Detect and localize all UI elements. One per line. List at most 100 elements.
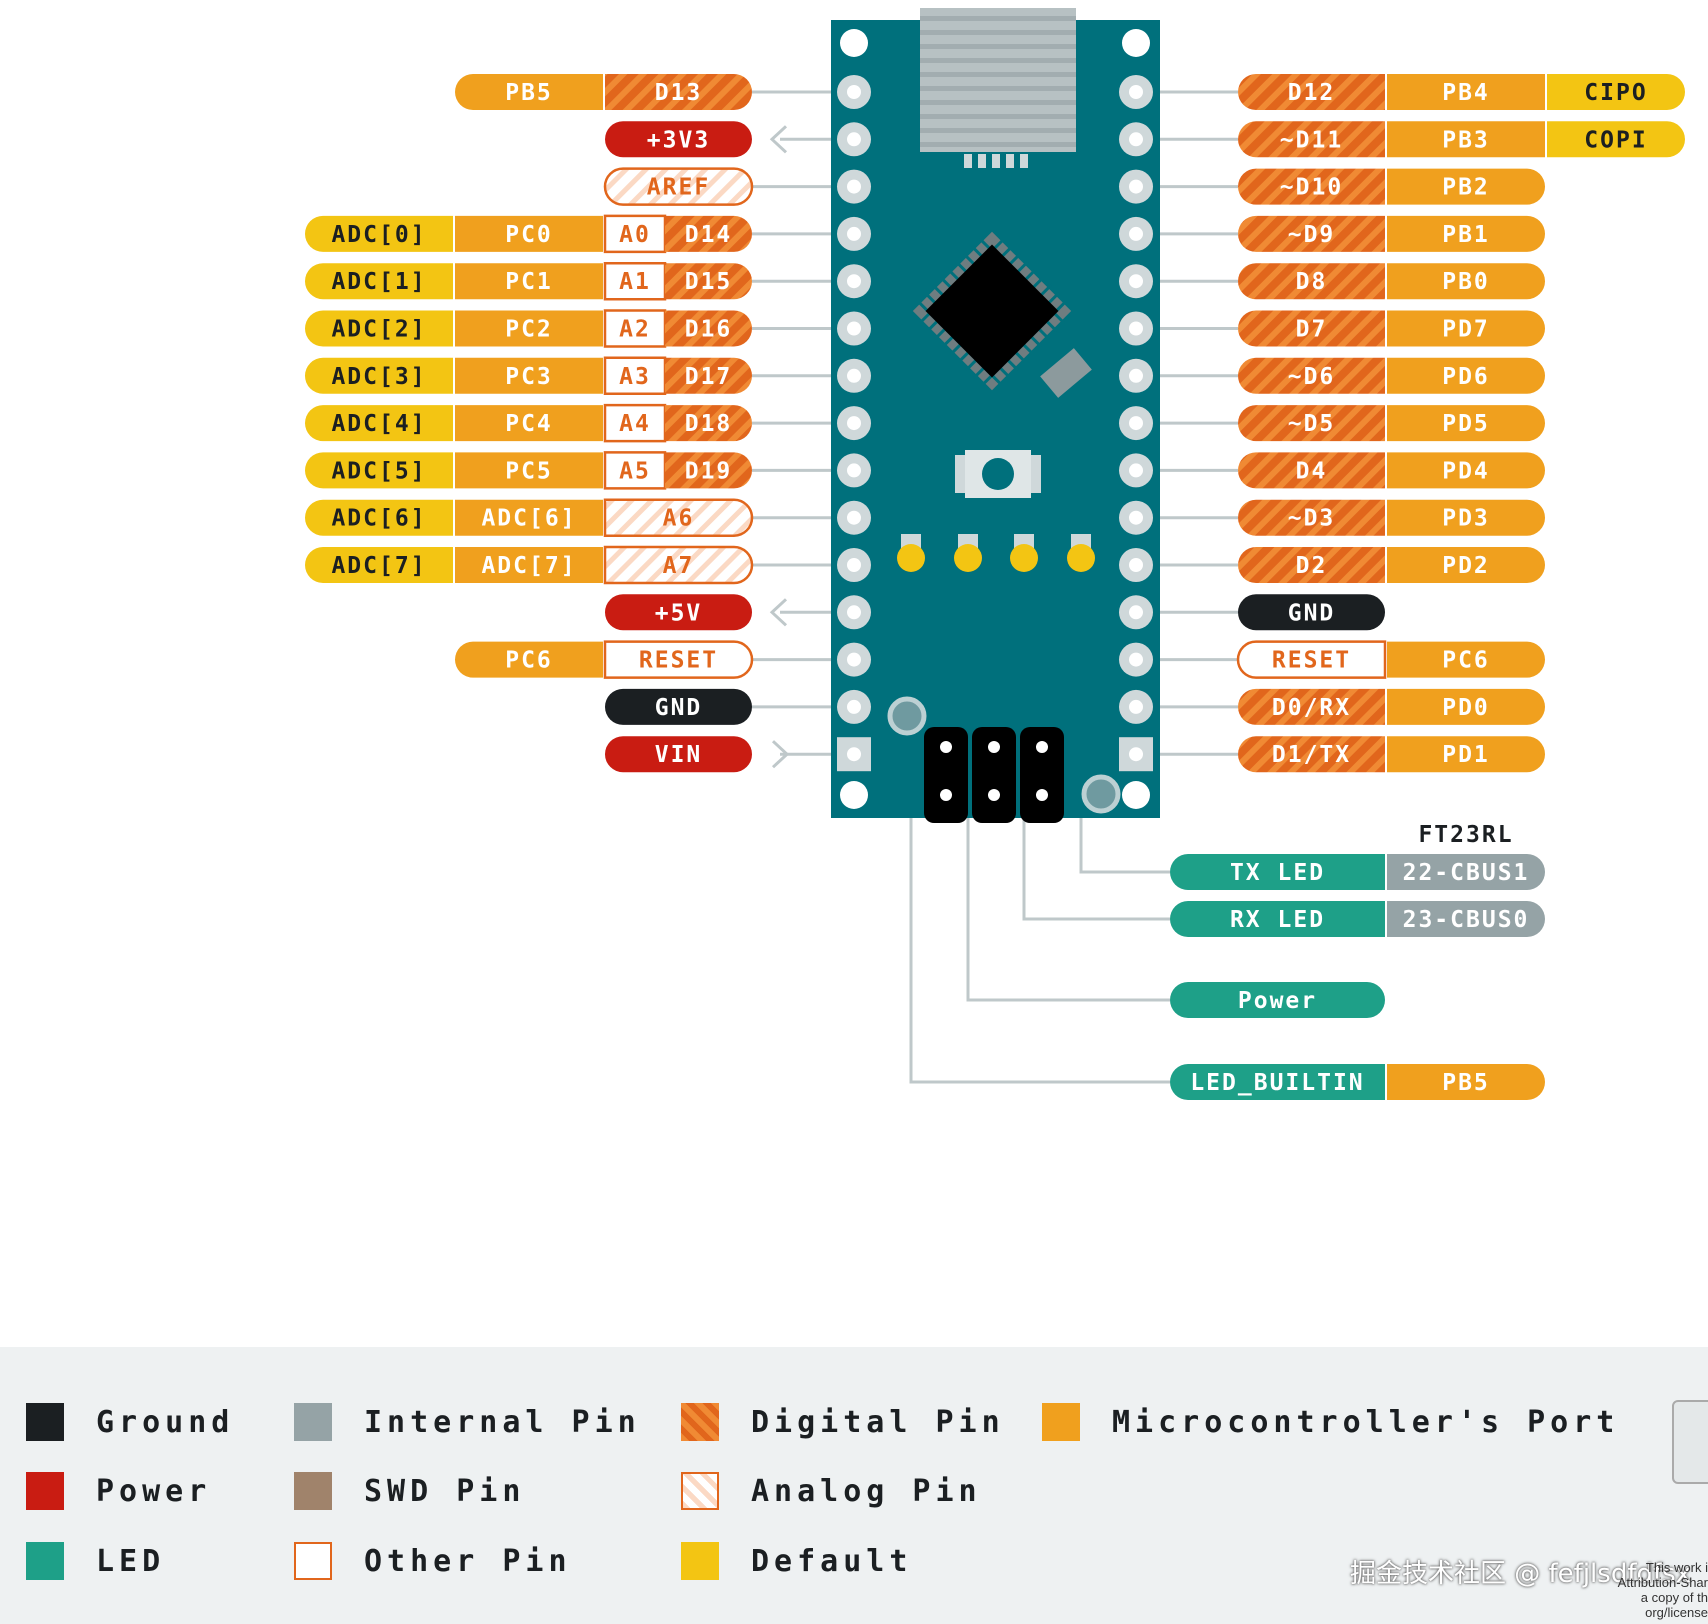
pin-label-bg — [1238, 168, 1385, 205]
right-pin-label-cell: CIPO — [1547, 74, 1685, 110]
pin-label-bg — [1387, 688, 1545, 725]
left-pin-label-cell: D14 — [665, 215, 752, 252]
pin-label-text: VIN — [655, 742, 703, 768]
pin-label-bg — [1547, 121, 1685, 158]
pin-label-text: AREF — [647, 175, 710, 201]
pin-label-text: PD5 — [1442, 411, 1490, 437]
header-pin-hole — [847, 652, 861, 667]
pin-label-text: RX LED — [1230, 907, 1325, 933]
test-pad — [887, 696, 927, 736]
legend-label: Microcontroller's Port — [1112, 1404, 1620, 1440]
led-label-cell: Power — [1170, 982, 1385, 1018]
header-pin-hole — [847, 226, 861, 241]
pin-label-text: ~D11 — [1280, 127, 1343, 153]
left-pin-label-cell: PC2 — [455, 310, 603, 347]
pin-label-text: GND — [1288, 600, 1336, 626]
usb-stripe — [920, 16, 1076, 21]
right-pin-label-cell: PD3 — [1387, 499, 1545, 536]
pin-label-bg — [1387, 452, 1545, 489]
pin-label-bg — [665, 310, 752, 347]
right-pin-label-cell: ~D6 — [1238, 357, 1385, 394]
mounting-hole — [1122, 29, 1150, 57]
right-pin-label-cell: COPI — [1547, 121, 1685, 158]
pin-label-text: A6 — [663, 506, 695, 532]
pin-label-text: PC2 — [505, 317, 553, 343]
legend-label: Digital Pin — [751, 1404, 1005, 1440]
pin-label-bg — [455, 74, 603, 110]
left-pin-label-cell: A4 — [603, 403, 667, 443]
header-block — [972, 727, 1016, 823]
right-pin-label-cell: PD6 — [1387, 357, 1545, 394]
usb-stripe — [920, 72, 1076, 77]
pin-label-text: D8 — [1296, 269, 1328, 295]
pin-label-bg — [1238, 215, 1385, 252]
right-pin-label-cell: PD4 — [1387, 452, 1545, 489]
usb-pin — [964, 154, 972, 168]
left-pin-label-cell: ADC[4] — [305, 405, 453, 442]
left-pin-label-cell: ADC[5] — [305, 452, 453, 489]
header-pin-hole — [1129, 463, 1143, 478]
header-pin-hole — [847, 416, 861, 431]
right-pin-label-cell: D7 — [1238, 310, 1385, 347]
header-pin-hole — [1129, 321, 1143, 336]
pin-label-text: ADC[1] — [331, 269, 426, 295]
header-pin-hole — [1129, 132, 1143, 147]
header-pin-hole — [1129, 747, 1143, 762]
pin-label-bg — [605, 121, 752, 158]
pin-label-bg — [1170, 1064, 1385, 1100]
pin-label-text: ADC[2] — [331, 317, 426, 343]
left-pin-label-cell: D13 — [605, 74, 752, 110]
left-pin-label-cell: A7 — [603, 545, 754, 585]
license-line: This work i — [1645, 1560, 1708, 1575]
legend-swatch — [294, 1403, 332, 1441]
legend-label: Internal Pin — [364, 1404, 641, 1440]
cc-license-badge-icon — [1672, 1400, 1708, 1484]
header-pin — [1036, 741, 1048, 753]
pin-label-text: D1/TX — [1272, 742, 1351, 768]
pin-label-bg — [1238, 736, 1385, 773]
pin-label-text: TX LED — [1230, 860, 1325, 886]
legend-label: Default — [751, 1543, 913, 1579]
pin-label-bg — [1387, 854, 1545, 890]
pin-label-text: PC5 — [505, 458, 553, 484]
legend-swatch — [26, 1403, 64, 1441]
pin-label-bg — [455, 547, 603, 583]
legend-swatch — [681, 1542, 719, 1580]
right-pin-label-cell: GND — [1238, 594, 1385, 631]
left-pin-label-cell: ADC[7] — [305, 547, 453, 583]
left-pin-label-cell: D19 — [665, 452, 752, 489]
pin-label-bg — [665, 452, 752, 489]
legend-item: LED — [26, 1540, 165, 1582]
pin-label-bg — [1238, 310, 1385, 347]
pin-label-text: D0/RX — [1272, 695, 1351, 721]
pin-label-text: PB2 — [1442, 175, 1490, 201]
pin-label-bg — [1170, 854, 1385, 890]
header-pin — [988, 789, 1000, 801]
header-pin-hole — [1129, 274, 1143, 289]
pin-label-bg — [1170, 901, 1385, 937]
pin-label-text: ADC[6] — [481, 506, 576, 532]
pin-label-text: CIPO — [1584, 80, 1647, 106]
left-pin-label-cell: A6 — [603, 498, 754, 537]
usb-stripe — [920, 86, 1076, 91]
pin-label-bg — [305, 452, 453, 489]
left-pin-label-cell: ADC[3] — [305, 357, 453, 394]
pin-label-text: D4 — [1296, 458, 1328, 484]
header-pin-hole — [1129, 652, 1143, 667]
right-pin-label-cell: ~D9 — [1238, 215, 1385, 252]
mounting-hole — [1122, 781, 1150, 809]
pin-label-text: D12 — [1288, 80, 1336, 106]
pin-label-bg — [1238, 74, 1385, 110]
legend-swatch — [26, 1472, 64, 1510]
header-pin-hole — [1129, 226, 1143, 241]
right-pin-label-cell: ~D11 — [1238, 121, 1385, 158]
usb-connector — [920, 8, 1076, 168]
left-pin-label-cell: ADC[6] — [455, 499, 603, 536]
pin-label-text: PD6 — [1442, 364, 1490, 390]
left-pin-label-cell: D17 — [665, 357, 752, 394]
right-pin-label-cell: PC6 — [1387, 641, 1545, 678]
header-pin-hole — [1129, 558, 1143, 572]
pin-label-bg — [1387, 641, 1545, 678]
header-pin — [940, 741, 952, 753]
